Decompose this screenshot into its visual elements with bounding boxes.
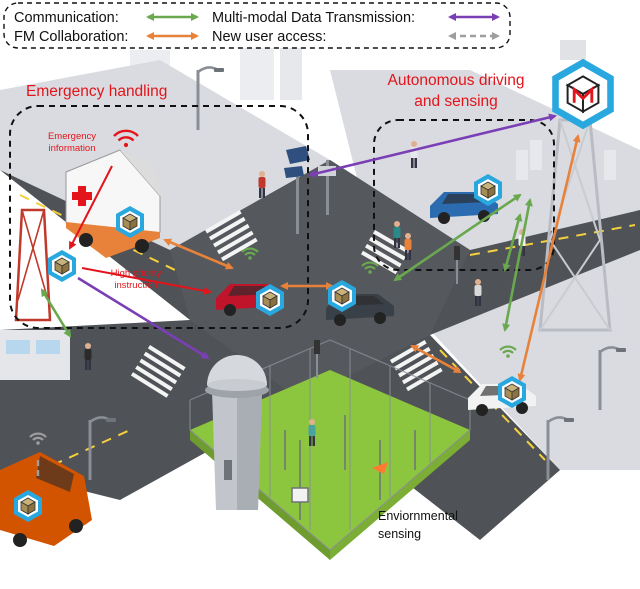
weather-radar-tower [205, 355, 269, 510]
high-priority-label-line2: instruction [114, 280, 157, 291]
emergency-info-label-line2: information [49, 143, 96, 154]
environmental-station [189, 339, 471, 560]
environment-label-line2: sensing [378, 527, 421, 541]
emergency-region-title: Emergency handling [26, 83, 167, 100]
autonomous-region-title-line1: Autonomous driving [388, 72, 525, 89]
fm-collaboration-links [163, 134, 581, 382]
legend-communication-label: Communication: [14, 10, 119, 26]
orange-car [0, 452, 92, 547]
red-antenna-tower [0, 208, 70, 380]
emergency-info-label-line1: Emergency [48, 131, 96, 142]
legend: Communication: Multi-modal Data Transmis… [3, 2, 511, 49]
fm-cube-icon [13, 58, 614, 523]
legend-new-user-label: New user access: [212, 29, 326, 45]
legend-multimodal-label: Multi-modal Data Transmission: [212, 10, 415, 26]
alert-arrows [69, 165, 212, 295]
high-priority-label-line1: High priority [111, 268, 162, 279]
environment-label-line1: Enviornmental [378, 509, 458, 523]
autonomous-region-title-line2: and sensing [414, 93, 498, 110]
multimodal-links [77, 113, 557, 360]
legend-fm-collaboration-label: FM Collaboration: [14, 29, 128, 45]
legend-box [3, 2, 511, 49]
wifi-icon [28, 129, 518, 446]
